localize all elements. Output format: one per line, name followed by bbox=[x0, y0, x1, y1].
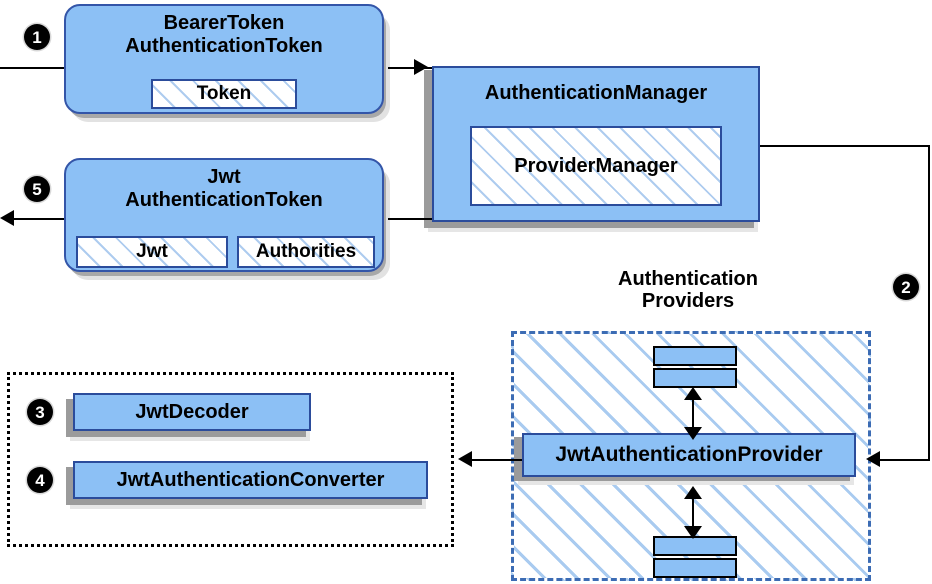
auth-manager-slot-provider-manager[interactable]: ProviderManager bbox=[470, 126, 722, 206]
connector-provider-down bbox=[692, 495, 694, 531]
jwt-decoder-card[interactable]: JwtDecoder bbox=[73, 393, 311, 431]
step-badge-3: 3 bbox=[27, 399, 53, 425]
jwt-token-title-line1: Jwt bbox=[207, 166, 241, 188]
connector-provider-up bbox=[692, 396, 694, 432]
jwt-token-slot-authorities[interactable]: Authorities bbox=[237, 236, 375, 268]
connector-manager-to-jwt-token bbox=[388, 218, 432, 220]
authentication-providers-label: Authentication Providers bbox=[573, 268, 803, 313]
jwt-provider-title: JwtAuthenticationProvider bbox=[555, 443, 823, 466]
arrowhead-provider-down bbox=[684, 526, 702, 539]
jwt-token-title-line2: AuthenticationToken bbox=[125, 189, 323, 211]
step-badge-5-number: 5 bbox=[32, 179, 42, 199]
connector-into-provider bbox=[878, 459, 930, 461]
authentication-providers-label-line1: Authentication bbox=[618, 268, 758, 290]
authentication-providers-label-line2: Providers bbox=[641, 290, 735, 313]
step-badge-2-number: 2 bbox=[901, 277, 911, 297]
provider-stub-top-2[interactable] bbox=[653, 368, 737, 388]
bearer-token-title-line1: BearerToken bbox=[163, 12, 285, 34]
connector-outbound-response bbox=[10, 218, 72, 220]
arrowhead-outbound-response bbox=[0, 210, 14, 226]
step-badge-2: 2 bbox=[893, 274, 919, 300]
step-badge-3-number: 3 bbox=[35, 402, 45, 422]
bearer-token-slot-label: Token bbox=[196, 83, 252, 104]
arrowhead-provider-down-up bbox=[684, 486, 702, 499]
step-badge-1-number: 1 bbox=[32, 27, 42, 47]
step-badge-4: 4 bbox=[27, 467, 53, 493]
provider-stub-top-1[interactable] bbox=[653, 346, 737, 366]
jwt-decoder-title: JwtDecoder bbox=[135, 400, 249, 423]
step-badge-5: 5 bbox=[24, 176, 50, 202]
step-badge-1: 1 bbox=[24, 24, 50, 50]
step-badge-4-number: 4 bbox=[35, 470, 45, 490]
jwt-token-slot-jwt-label: Jwt bbox=[136, 241, 168, 262]
bearer-token-card[interactable]: BearerToken AuthenticationToken bbox=[64, 4, 384, 114]
jwt-token-slot-jwt[interactable]: Jwt bbox=[76, 236, 228, 268]
connector-provider-to-helpers bbox=[470, 459, 530, 461]
auth-manager-title: AuthenticationManager bbox=[484, 82, 708, 104]
connector-inbound-request bbox=[0, 67, 70, 69]
jwt-converter-card[interactable]: JwtAuthenticationConverter bbox=[73, 461, 428, 499]
connector-manager-down bbox=[928, 145, 930, 460]
arrowhead-provider-up bbox=[684, 387, 702, 400]
jwt-converter-title: JwtAuthenticationConverter bbox=[116, 468, 385, 491]
jwt-helpers-container bbox=[7, 372, 454, 547]
provider-stub-bottom-2[interactable] bbox=[653, 558, 737, 578]
connector-token-to-manager bbox=[388, 67, 432, 69]
arrowhead-into-provider bbox=[866, 451, 880, 467]
bearer-token-title-line2: AuthenticationToken bbox=[125, 35, 323, 57]
provider-manager-label: ProviderManager bbox=[514, 154, 678, 177]
jwt-token-slot-authorities-label: Authorities bbox=[255, 241, 357, 262]
provider-stub-bottom-1[interactable] bbox=[653, 536, 737, 556]
connector-manager-right bbox=[758, 145, 930, 147]
arrowhead-provider-to-helpers bbox=[458, 451, 472, 467]
bearer-token-slot-token[interactable]: Token bbox=[151, 79, 297, 109]
arrowhead-provider-up-down bbox=[684, 427, 702, 440]
arrowhead-token-to-manager bbox=[414, 59, 428, 75]
jwt-provider-card[interactable]: JwtAuthenticationProvider bbox=[522, 433, 856, 477]
